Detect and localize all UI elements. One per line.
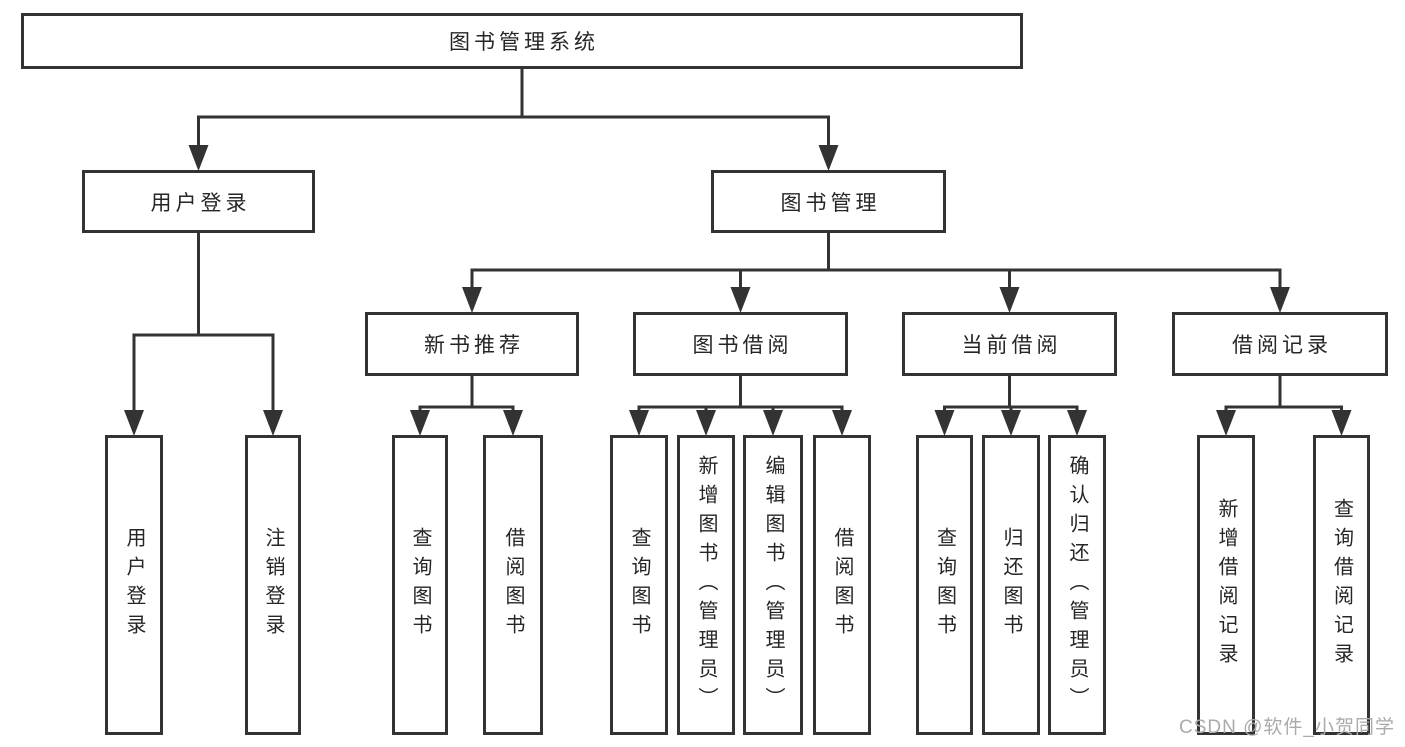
node-current-borrow: 当前借阅 bbox=[902, 312, 1117, 376]
node-label-user-login: 用户登录 bbox=[150, 191, 251, 215]
node-leaf-query-borrow-record: 查询借阅记录 bbox=[1313, 435, 1370, 735]
node-label-book-borrow: 图书借阅 bbox=[692, 334, 793, 357]
watermark: CSDN @软件_小贺同学 bbox=[1179, 717, 1395, 738]
node-leaf-borrow-books: 借阅图书 bbox=[813, 435, 871, 735]
node-label-leaf-add-books: 新增图书（管理员） bbox=[695, 454, 717, 716]
arrowhead-icon bbox=[410, 410, 430, 436]
node-label-leaf-user-login: 用户登录 bbox=[123, 527, 145, 643]
node-leaf-edit-books: 编辑图书（管理员） bbox=[743, 435, 803, 735]
arrowhead-icon bbox=[462, 287, 482, 313]
node-label-leaf-borrow-books: 借阅图书 bbox=[831, 527, 853, 643]
arrowhead-icon bbox=[730, 287, 751, 313]
node-label-leaf-query-books-borrow: 查询图书 bbox=[628, 527, 650, 643]
arrowhead-icon bbox=[503, 410, 523, 436]
arrowhead-icon bbox=[1216, 410, 1236, 436]
node-leaf-borrow-books-rec: 借阅图书 bbox=[483, 435, 543, 735]
node-leaf-query-books-cur: 查询图书 bbox=[916, 435, 973, 735]
arrowhead-icon bbox=[696, 410, 716, 436]
arrowhead-icon bbox=[934, 410, 955, 436]
arrowhead-icon bbox=[1067, 410, 1087, 436]
node-label-leaf-return-books: 归还图书 bbox=[1000, 527, 1022, 643]
arrowhead-icon bbox=[832, 410, 852, 436]
arrowhead-icon bbox=[263, 410, 283, 436]
arrowhead-icon bbox=[763, 410, 783, 436]
node-label-root: 图书管理系统 bbox=[449, 31, 599, 54]
node-leaf-query-books-borrow: 查询图书 bbox=[610, 435, 668, 735]
node-label-leaf-borrow-books-rec: 借阅图书 bbox=[502, 527, 524, 643]
node-label-leaf-confirm-return: 确认归还（管理员） bbox=[1066, 454, 1088, 716]
node-leaf-add-books: 新增图书（管理员） bbox=[677, 435, 735, 735]
node-label-leaf-add-borrow-record: 新增借阅记录 bbox=[1215, 498, 1237, 672]
arrowhead-icon bbox=[818, 145, 839, 171]
node-leaf-logout: 注销登录 bbox=[245, 435, 301, 735]
node-new-book-rec: 新书推荐 bbox=[365, 312, 579, 376]
node-label-borrow-records: 借阅记录 bbox=[1232, 334, 1332, 357]
node-label-leaf-query-books-cur: 查询图书 bbox=[933, 527, 956, 643]
node-label-leaf-query-borrow-record: 查询借阅记录 bbox=[1330, 498, 1353, 672]
arrowhead-icon bbox=[1331, 410, 1352, 436]
node-label-leaf-edit-books: 编辑图书（管理员） bbox=[762, 454, 784, 716]
node-leaf-query-books-rec: 查询图书 bbox=[392, 435, 448, 735]
node-label-book-mgmt: 图书管理 bbox=[780, 191, 881, 215]
node-book-borrow: 图书借阅 bbox=[633, 312, 848, 376]
node-leaf-confirm-return: 确认归还（管理员） bbox=[1048, 435, 1106, 735]
arrowhead-icon bbox=[1001, 410, 1021, 436]
node-leaf-add-borrow-record: 新增借阅记录 bbox=[1197, 435, 1255, 735]
node-label-leaf-query-books-rec: 查询图书 bbox=[409, 527, 431, 643]
arrowhead-icon bbox=[1270, 287, 1290, 313]
node-label-current-borrow: 当前借阅 bbox=[961, 334, 1062, 357]
node-user-login: 用户登录 bbox=[82, 170, 315, 233]
arrowhead-icon bbox=[999, 287, 1020, 313]
node-book-mgmt: 图书管理 bbox=[711, 170, 946, 233]
node-label-new-book-rec: 新书推荐 bbox=[424, 334, 524, 357]
node-leaf-return-books: 归还图书 bbox=[982, 435, 1040, 735]
arrowhead-icon bbox=[124, 410, 144, 436]
arrowhead-icon bbox=[188, 145, 209, 171]
node-label-leaf-logout: 注销登录 bbox=[262, 527, 284, 643]
node-root: 图书管理系统 bbox=[21, 13, 1023, 69]
arrowhead-icon bbox=[629, 410, 649, 436]
node-borrow-records: 借阅记录 bbox=[1172, 312, 1388, 376]
node-leaf-user-login: 用户登录 bbox=[105, 435, 163, 735]
